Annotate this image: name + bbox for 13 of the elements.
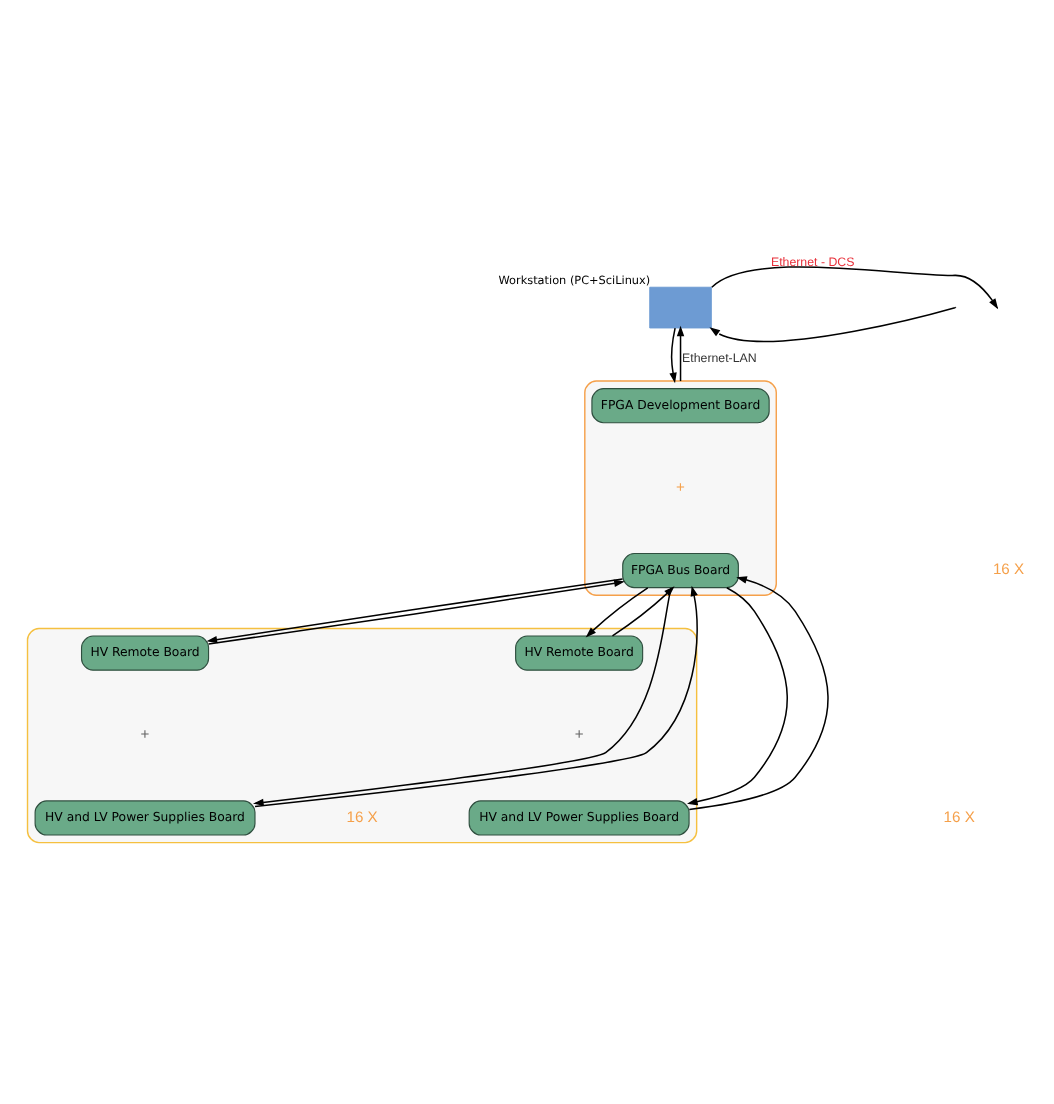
node-box (649, 285, 712, 328)
label: + (574, 724, 584, 743)
label: 16 X (992, 559, 1025, 578)
label: + (676, 476, 685, 495)
label: + (140, 724, 150, 743)
arrow (686, 585, 788, 805)
arrow (709, 305, 956, 341)
label: 16 X (346, 806, 378, 825)
arrow (688, 575, 829, 810)
arrow (676, 324, 685, 381)
arrow (585, 586, 649, 637)
label: 16 X (943, 806, 975, 825)
arrow (669, 326, 677, 383)
